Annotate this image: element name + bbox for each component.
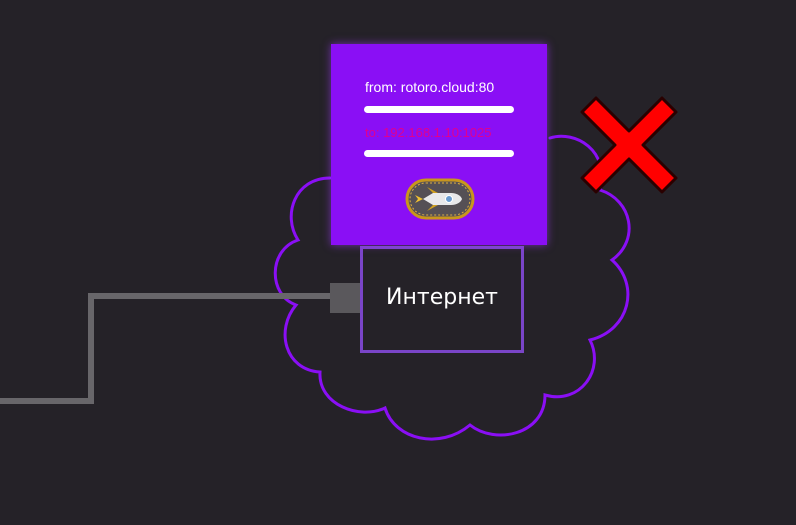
packet-from-text: from: rotoro.cloud:80	[365, 79, 495, 95]
packet-divider	[364, 106, 514, 113]
internet-cloud	[273, 134, 631, 441]
network-cable	[0, 293, 332, 404]
data-packet: from: rotoro.cloud:80 to: 192.168.1.10:1…	[331, 44, 547, 245]
internet-node: Интернет	[360, 246, 524, 353]
packet-divider	[364, 150, 514, 157]
rocket-badge-icon	[405, 178, 475, 220]
internet-label: Интернет	[386, 285, 498, 310]
cable-plug	[330, 283, 360, 313]
packet-to-text: to: 192.168.1.10:1025	[365, 125, 492, 140]
red-x-icon	[580, 96, 678, 194]
